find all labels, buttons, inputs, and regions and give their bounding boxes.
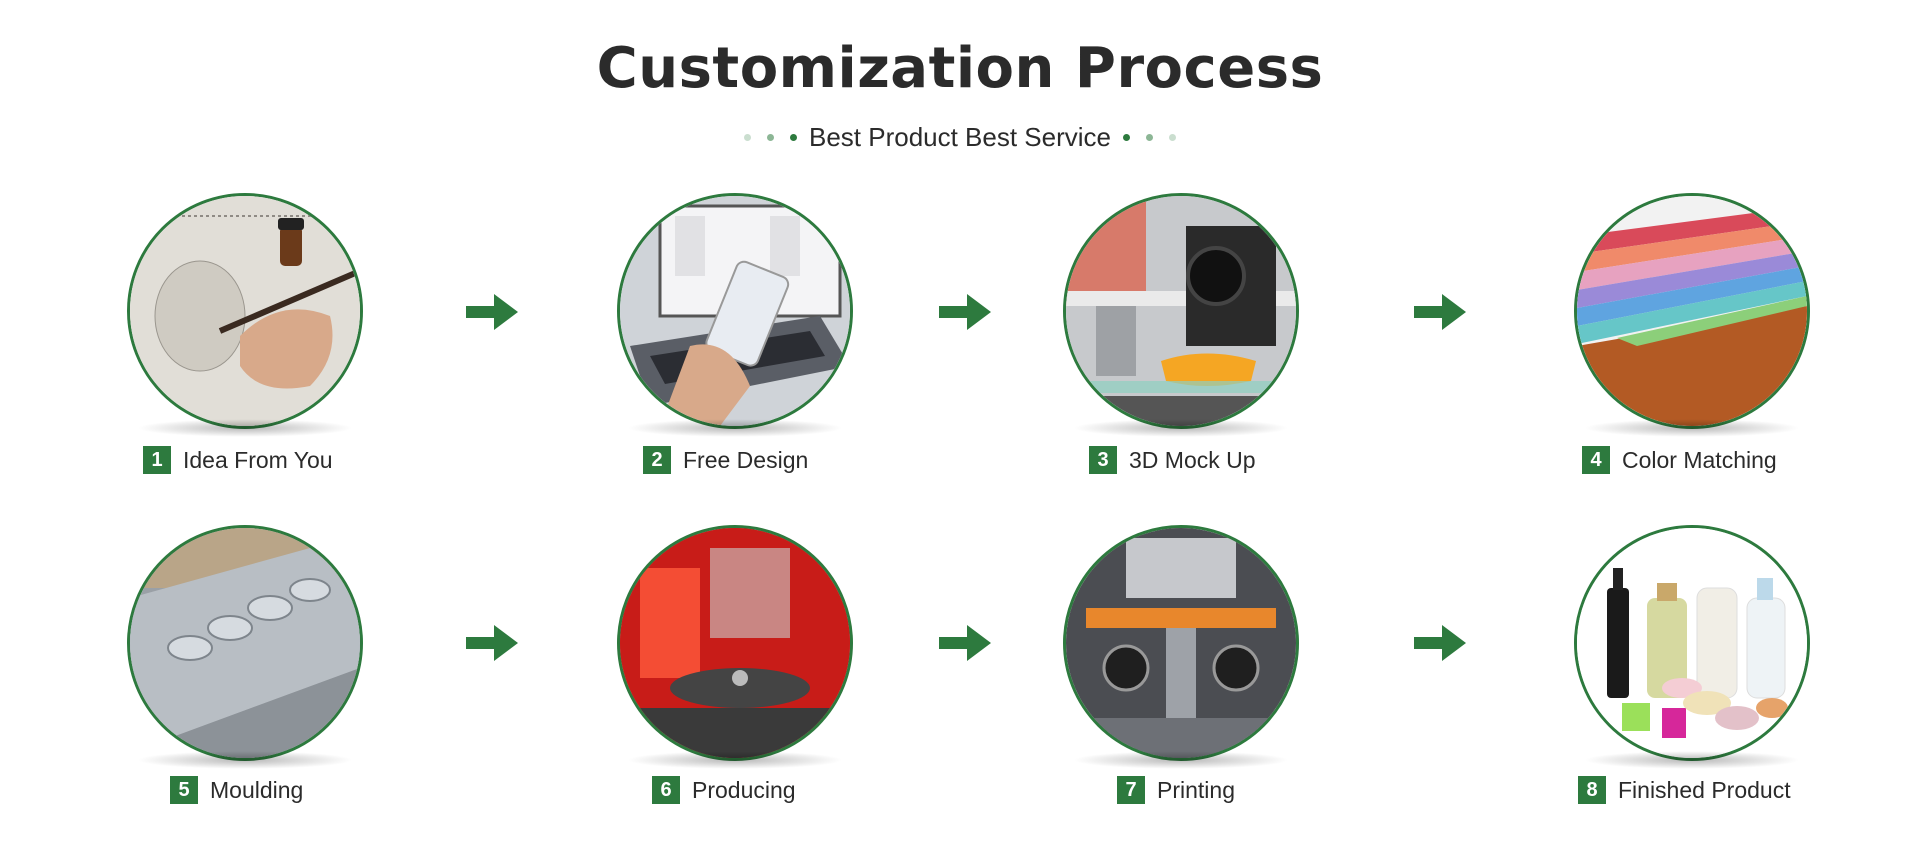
dots-right xyxy=(1123,134,1177,141)
step-title: Printing xyxy=(1157,776,1235,803)
right-arrow-icon xyxy=(466,625,518,661)
color-swatch-fan-photo xyxy=(1574,193,1810,429)
step-title: 3D Mock Up xyxy=(1129,446,1256,473)
step-label: 7 Printing xyxy=(1117,776,1235,804)
step-label: 6 Producing xyxy=(652,776,796,804)
steel-mould-photo xyxy=(127,525,363,761)
circle-shadow xyxy=(1073,419,1289,437)
step-number-badge: 6 xyxy=(652,776,680,804)
right-arrow-icon xyxy=(939,294,991,330)
right-arrow-icon xyxy=(939,625,991,661)
circle-shadow xyxy=(1584,419,1800,437)
dot-icon xyxy=(789,134,797,141)
step-label: 4 Color Matching xyxy=(1582,446,1777,474)
cosmetic-bottles-photo xyxy=(1574,525,1810,761)
step-title: Producing xyxy=(692,776,796,803)
subtitle-text: Best Product Best Service xyxy=(808,122,1112,152)
dots-left xyxy=(743,134,797,141)
screen-printing-machine-photo xyxy=(1063,525,1299,761)
step-number-badge: 3 xyxy=(1089,446,1117,474)
step-number-badge: 7 xyxy=(1117,776,1145,804)
laptop-phone-photo xyxy=(617,193,853,429)
dot-icon xyxy=(1123,134,1131,141)
page-title: Customization Process xyxy=(596,36,1324,101)
step-label: 3 3D Mock Up xyxy=(1089,446,1256,474)
right-arrow-icon xyxy=(466,294,518,330)
step-image-wrap xyxy=(617,525,853,769)
step-image-wrap xyxy=(1063,193,1299,437)
step-title: Moulding xyxy=(210,776,304,803)
sketching-hand-photo xyxy=(127,193,363,429)
dot-icon xyxy=(743,134,751,141)
step-number-badge: 5 xyxy=(170,776,198,804)
production-machine-photo xyxy=(617,525,853,761)
step-image-wrap xyxy=(1574,193,1810,437)
step-label: 5 Moulding xyxy=(170,776,303,804)
step-number-badge: 2 xyxy=(643,446,671,474)
circle-shadow xyxy=(137,751,353,769)
circle-shadow xyxy=(1073,751,1289,769)
step-title: Finished Product xyxy=(1618,776,1791,803)
step-image-wrap xyxy=(1574,525,1810,769)
right-arrow-icon xyxy=(1414,294,1466,330)
step-title: Idea From You xyxy=(183,446,333,473)
dot-icon xyxy=(766,134,774,141)
step-title: Free Design xyxy=(683,446,809,473)
right-arrow-icon xyxy=(1414,625,1466,661)
step-title: Color Matching xyxy=(1622,446,1777,473)
step-label: 2 Free Design xyxy=(643,446,808,474)
step-number-badge: 4 xyxy=(1582,446,1610,474)
circle-shadow xyxy=(137,419,353,437)
circle-shadow xyxy=(627,419,843,437)
step-image-wrap xyxy=(127,193,363,437)
step-image-wrap xyxy=(127,525,363,769)
step-label: 1 Idea From You xyxy=(143,446,333,474)
3d-printer-photo xyxy=(1063,193,1299,429)
step-label: 8 Finished Product xyxy=(1578,776,1791,804)
circle-shadow xyxy=(1584,751,1800,769)
step-image-wrap xyxy=(617,193,853,437)
step-number-badge: 1 xyxy=(143,446,171,474)
step-image-wrap xyxy=(1063,525,1299,769)
circle-shadow xyxy=(627,751,843,769)
step-number-badge: 8 xyxy=(1578,776,1606,804)
subtitle-row: Best Product Best Service xyxy=(0,122,1920,153)
dot-icon xyxy=(1169,134,1177,141)
dot-icon xyxy=(1146,134,1154,141)
